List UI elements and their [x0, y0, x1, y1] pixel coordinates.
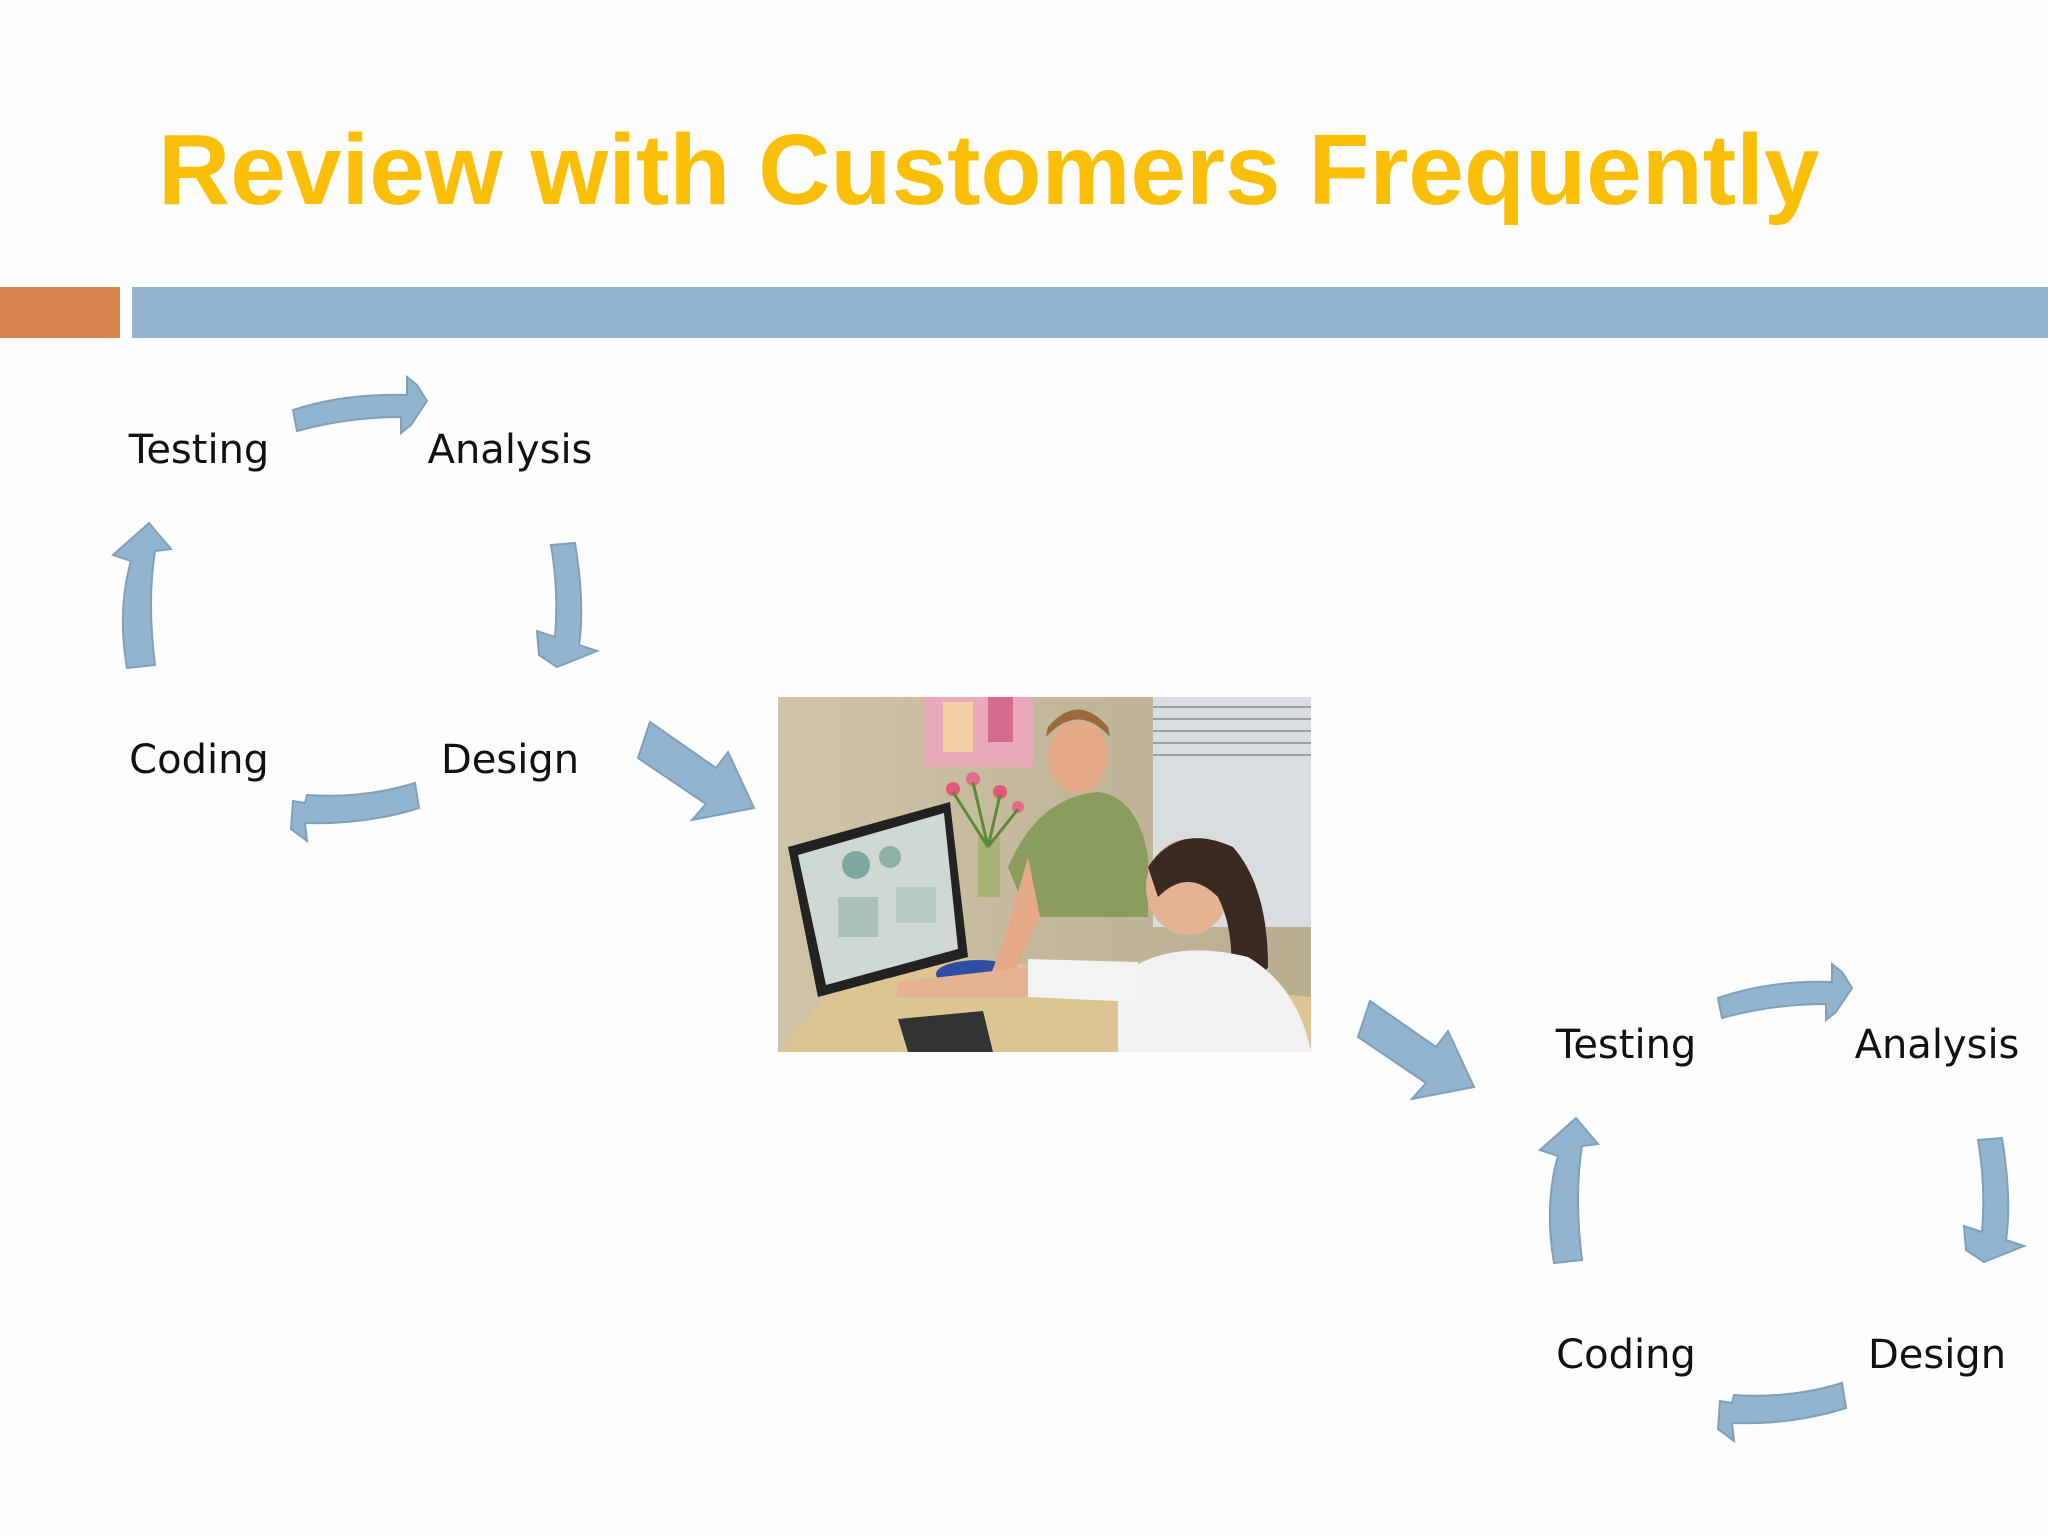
flow-arrow-to-review [636, 720, 756, 822]
customer-review-photo [778, 697, 1311, 1052]
cycle-arrow-right [1962, 1136, 2027, 1264]
cycle-label-testing: Testing [128, 427, 270, 473]
cycle-label-coding: Coding [129, 737, 269, 783]
cycle-label-design: Design [440, 737, 580, 783]
cycle-arrow-bottom [1716, 1381, 1848, 1444]
title-divider-bar [132, 287, 2048, 338]
cycle-arrow-right [535, 541, 600, 669]
cycle-label-testing: Testing [1555, 1022, 1697, 1068]
accent-bar [0, 287, 120, 338]
cycle-arrow-left [1538, 1116, 1600, 1265]
cycle-arrow-top [1716, 961, 1854, 1023]
cycle-label-analysis: Analysis [427, 427, 593, 473]
cycle-label-design: Design [1867, 1332, 2007, 1378]
flow-arrow-to-next-cycle [1356, 999, 1476, 1101]
cycle-arrow-top [291, 374, 429, 436]
cycle-label-analysis: Analysis [1854, 1022, 2020, 1068]
cycle-arrow-bottom [289, 781, 421, 844]
cycle-diagram-right: Testing Analysis Design Coding [1522, 950, 2048, 1470]
slide-title: Review with Customers Frequently [158, 114, 1820, 226]
cycle-arrow-left [111, 521, 173, 670]
cycle-label-coding: Coding [1556, 1332, 1696, 1378]
cycle-diagram-left: Testing Analysis Design Coding [95, 355, 715, 875]
